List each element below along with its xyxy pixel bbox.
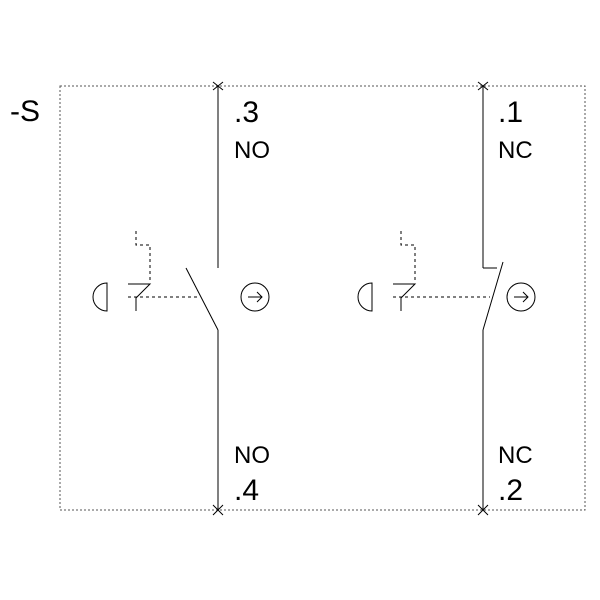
- latch-lever-icon: [393, 283, 417, 311]
- nc-contact: .1 NC NC .2: [357, 81, 536, 516]
- mushroom-actuator-icon: [92, 282, 108, 312]
- direction-circle-icon: [240, 282, 270, 312]
- switch-blade: [482, 261, 504, 331]
- contact-type-top: NO: [234, 137, 270, 164]
- terminal-label-top: .3: [234, 96, 259, 129]
- no-contact: .3 NO NO .4: [92, 81, 270, 516]
- contact-type-top: NC: [498, 137, 533, 164]
- terminal-label-bottom: .2: [498, 474, 523, 507]
- latch-icon: [135, 231, 151, 282]
- arrow-right-icon: [514, 291, 529, 303]
- device-label: -S: [10, 95, 40, 128]
- direction-circle-icon: [506, 282, 536, 312]
- device-enclosure: [59, 85, 586, 511]
- terminal-label-bottom: .4: [234, 474, 259, 507]
- latch-lever-icon: [128, 283, 152, 311]
- switch-blade: [185, 267, 219, 331]
- arrow-right-icon: [248, 291, 263, 303]
- mushroom-actuator-icon: [357, 282, 373, 312]
- contact-type-bottom: NO: [234, 442, 270, 469]
- terminal-label-top: .1: [498, 96, 523, 129]
- contact-type-bottom: NC: [498, 442, 533, 469]
- latch-icon: [400, 231, 416, 282]
